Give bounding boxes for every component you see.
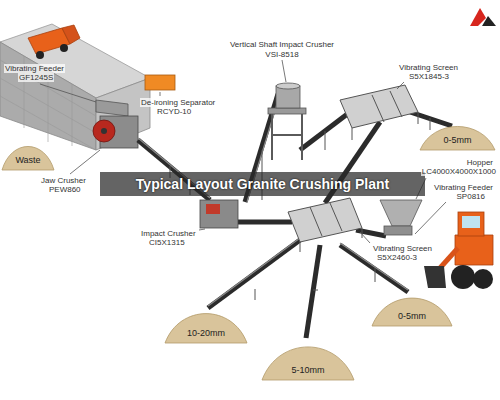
- stockpile-text: 0-5mm: [443, 135, 471, 146]
- feeder-machine: [384, 226, 412, 235]
- machine-name: Vibrating Screen: [372, 244, 433, 253]
- conveyor: [208, 240, 300, 308]
- diagram-title: Typical Layout Granite Crushing Plant: [136, 176, 389, 192]
- jaw-flywheel: [93, 120, 115, 142]
- model-number: VSI-8518: [264, 50, 299, 59]
- vsi-top: [276, 83, 300, 89]
- truck-cab: [62, 25, 80, 44]
- stockpile: 5-10mm: [262, 335, 354, 380]
- leader-line: [360, 232, 370, 243]
- impact-crusher-machine: [200, 200, 238, 228]
- leader-line: [282, 60, 286, 82]
- jaw-hub: [101, 128, 107, 134]
- conveyor: [236, 220, 292, 225]
- screen-frame: [300, 203, 362, 252]
- wall-blocks: [0, 56, 96, 150]
- stockpile-text: 0-5mm: [398, 311, 426, 322]
- machine-name: Vibrating Feeder: [433, 183, 494, 192]
- vibrating-screen-machine: [288, 198, 362, 242]
- model-number: CI5X1315: [148, 238, 186, 247]
- machine-name: Vibrating Screen: [398, 63, 459, 72]
- leader-line: [199, 229, 205, 230]
- logo-mark: [482, 16, 496, 26]
- leader-line: [160, 92, 161, 96]
- conveyor-belts: [138, 94, 452, 338]
- model-number: RCYD-10: [156, 107, 192, 116]
- conveyor-supports: [170, 118, 430, 300]
- stockpile-mound: [420, 126, 495, 150]
- impact-crusher-motor: [206, 204, 220, 214]
- leader-line: [40, 84, 96, 102]
- leader-line: [70, 150, 100, 174]
- model-number: PEW860: [48, 185, 82, 194]
- stockpile-mound: [262, 347, 354, 380]
- model-number: S5X1845-3: [408, 72, 450, 81]
- model-number: S5X2460-3: [376, 253, 418, 262]
- size-range: 0-5mm: [398, 311, 426, 322]
- stockpile-text: 5-10mm: [291, 365, 324, 376]
- machine-name: Vibrating Feeder: [4, 64, 65, 73]
- stockpile-mound: [165, 314, 247, 343]
- size-range: Waste: [15, 155, 40, 166]
- machine-name: Vertical Shaft Impact Crusher: [229, 40, 335, 49]
- conveyor: [410, 112, 452, 126]
- loader-body: [455, 235, 493, 265]
- size-range: 0-5mm: [443, 135, 471, 146]
- size-range: 10-20mm: [187, 328, 225, 339]
- stockpile: 0-5mm: [372, 288, 452, 326]
- machine-name: Hopper: [466, 158, 494, 167]
- hopper-machine: [380, 200, 422, 226]
- machine-name: Jaw Crusher: [40, 176, 87, 185]
- logo-mark: [470, 8, 486, 26]
- stockpile-text: 10-20mm: [187, 328, 225, 339]
- vsi-frame: [272, 110, 302, 160]
- stockpile: 0-5mm: [420, 118, 495, 150]
- stockpile-mound: [372, 298, 452, 326]
- vibrating-feeder-machine: [96, 100, 128, 116]
- loader-cab: [458, 212, 484, 236]
- model-number: SP0816: [456, 192, 486, 201]
- vsi-platform: [268, 108, 306, 114]
- loader-bucket: [424, 266, 446, 288]
- truck-wheel: [36, 51, 44, 59]
- de-ironing-separator-machine: [145, 75, 175, 90]
- leader-line: [415, 202, 446, 234]
- stockpile: Waste: [2, 138, 54, 170]
- stockpile-mound: [2, 146, 54, 170]
- stockpile: 10-20mm: [165, 303, 247, 343]
- loader-wheel: [473, 269, 493, 289]
- machine-name: Impact Crusher: [140, 229, 197, 238]
- model-number: LC4000X4000X1000: [421, 167, 497, 176]
- title-band: Typical Layout Granite Crushing Plant: [100, 172, 425, 196]
- screen-frame: [352, 91, 418, 140]
- stockpile-shape: [2, 138, 54, 170]
- loader-wheel: [451, 265, 475, 289]
- conveyor-edge: [208, 238, 300, 306]
- stockpile-text: Waste: [15, 155, 40, 166]
- wall-front: [0, 42, 96, 150]
- loader-window: [462, 216, 480, 228]
- stockpile-shape: [420, 118, 495, 150]
- model-number: GF1245S: [18, 73, 54, 82]
- conveyor: [306, 245, 320, 338]
- truck-wheel: [60, 44, 68, 52]
- vibrating-screen-machine: [340, 85, 418, 128]
- leader-line: [397, 82, 404, 89]
- machine-name: De-ironing Separator: [140, 98, 216, 107]
- loader-arm: [440, 248, 458, 268]
- size-range: 5-10mm: [291, 365, 324, 376]
